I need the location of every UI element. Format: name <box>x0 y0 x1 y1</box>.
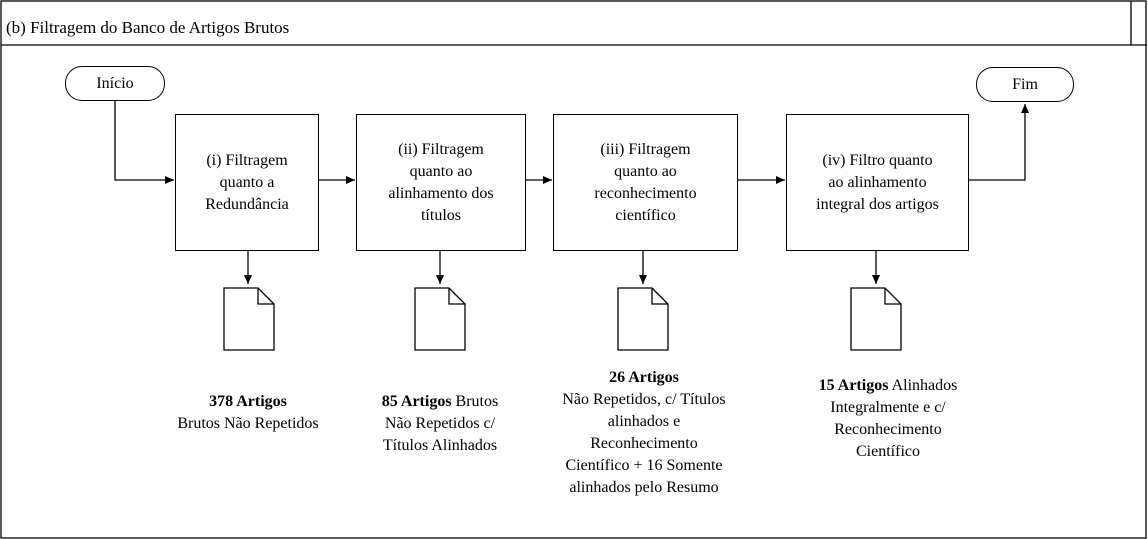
output-note-1: 378 Artigos Brutos Não Repetidos <box>130 391 366 435</box>
output-line: Alinhados <box>891 377 958 394</box>
step-line: quanto ao <box>614 162 677 180</box>
step-box-3: (iii) Filtragem quanto ao reconhecimento… <box>553 114 738 251</box>
step-line: títulos <box>420 206 461 224</box>
step-line: alinhamento dos <box>388 184 494 202</box>
document-icon <box>617 287 669 351</box>
output-line: Não Repetidos, c/ Títulos <box>562 391 726 408</box>
end-terminal: Fim <box>976 67 1074 102</box>
document-icon <box>850 287 902 351</box>
step-box-2: (ii) Filtragem quanto ao alinhamento dos… <box>356 114 526 251</box>
end-label: Fim <box>1012 75 1038 93</box>
step-line: (iii) Filtragem <box>600 140 691 158</box>
start-label: Início <box>96 74 134 92</box>
output-line: Brutos <box>455 393 499 410</box>
step-line: científico <box>615 206 676 224</box>
step-line: integral dos artigos <box>816 195 939 213</box>
output-line: Títulos Alinhados <box>382 437 498 454</box>
start-terminal: Início <box>65 66 165 101</box>
output-line: Não Repetidos c/ <box>384 415 496 432</box>
output-note-3: 26 Artigos Não Repetidos, c/ Títulos ali… <box>520 367 768 499</box>
output-line: alinhados pelo Resumo <box>569 479 719 496</box>
output-line: Brutos Não Repetidos <box>177 415 319 432</box>
step-line: ao alinhamento <box>828 173 927 191</box>
output-count: 378 Artigos <box>209 393 287 410</box>
output-note-2: 85 Artigos Brutos Não Repetidos c/ Títul… <box>344 391 536 457</box>
step-line: reconhecimento <box>594 184 697 202</box>
document-icon <box>414 287 466 351</box>
output-line: Integralmente e c/ <box>830 399 946 416</box>
step-line: Redundância <box>205 195 289 213</box>
output-count: 26 Artigos <box>609 369 679 386</box>
step-line: (ii) Filtragem <box>398 140 484 158</box>
output-count: 15 Artigos <box>818 377 889 394</box>
output-count: 85 Artigos <box>381 393 452 410</box>
output-note-4: 15 Artigos Alinhados Integralmente e c/ … <box>770 375 1006 463</box>
connector-start-step1 <box>114 101 174 184</box>
output-line: Reconhecimento <box>834 421 942 438</box>
connector-step4-end <box>968 104 1029 181</box>
output-line: alinhados e <box>607 413 681 430</box>
output-line: Científico + 16 Somente <box>565 457 723 474</box>
output-line: Reconhecimento <box>590 435 698 452</box>
step-box-4: (iv) Filtro quanto ao alinhamento integr… <box>786 114 969 251</box>
output-line: Científico <box>856 443 920 460</box>
step-line: (i) Filtragem <box>206 151 288 169</box>
step-box-1: (i) Filtragem quanto a Redundância <box>175 114 319 251</box>
document-icon <box>223 287 275 351</box>
diagram-title: (b) Filtragem do Banco de Artigos Brutos <box>6 18 290 37</box>
step-line: quanto a <box>219 173 275 191</box>
step-line: (iv) Filtro quanto <box>822 151 933 169</box>
step-line: quanto ao <box>409 162 473 180</box>
